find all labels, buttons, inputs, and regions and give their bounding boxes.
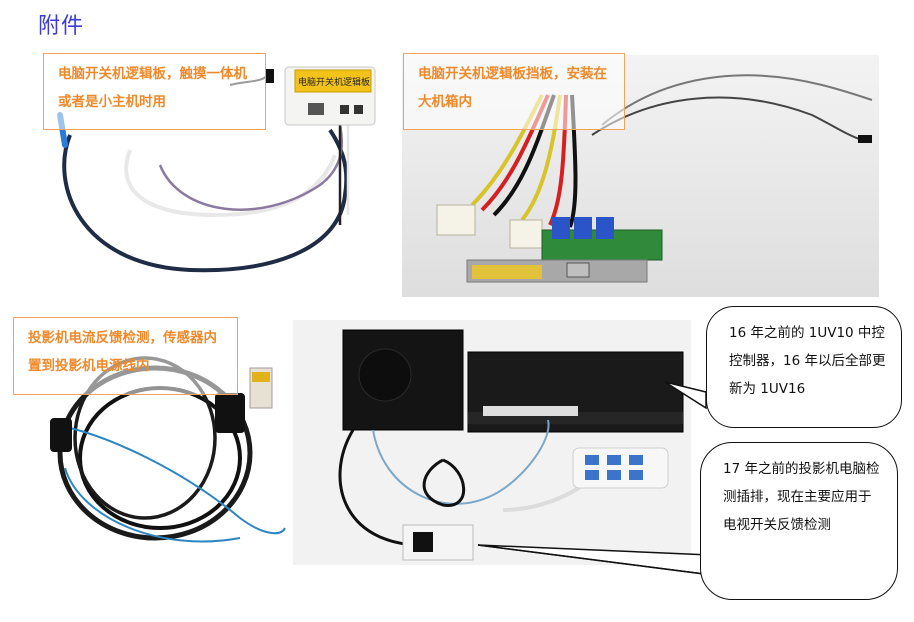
label-logic-board-touch: 电脑开关机逻辑板，触摸一体机或者是小主机时用 xyxy=(43,53,266,130)
device-box-label: 电脑开关机逻辑板 xyxy=(298,76,370,88)
photo-controller-and-power-strip xyxy=(293,320,691,565)
callout-power-strip: 17 年之前的投影机电脑检测插排，现在主要应用于电视开关反馈检测 xyxy=(700,442,898,600)
label-projector-current: 投影机电流反馈检测，传感器内置到投影机电源线内 xyxy=(13,317,238,395)
page-title: 附件 xyxy=(38,14,85,39)
label-logic-board-bracket: 电脑开关机逻辑板挡板，安装在大机箱内 xyxy=(403,53,625,130)
callout-controller: 16 年之前的 1UV10 中控控制器，16 年以后全部更新为 1UV16 xyxy=(706,306,902,428)
